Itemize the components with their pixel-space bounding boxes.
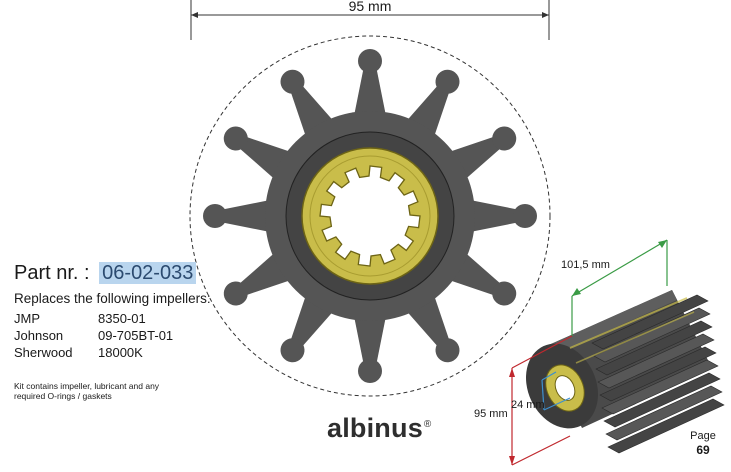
code-cell: 09-705BT-01 (98, 328, 174, 343)
part-number-line: Part nr. : 06-02-033 (14, 262, 197, 285)
replaces-heading: Replaces the following impellers: (14, 291, 211, 306)
page-label: Page (690, 430, 716, 442)
impeller-blade (465, 199, 537, 233)
registered-mark: ® (423, 419, 432, 430)
top-dimension-line: 95 mm (190, 0, 550, 40)
logo-text: albinus (327, 413, 423, 443)
brand-cell: JMP (14, 311, 40, 326)
length-dimension (571, 239, 668, 336)
impeller-isometric-view: 101,5 mm 95 mm 24 mm (474, 239, 725, 466)
impeller-blade (353, 49, 387, 121)
swept-diameter-circle (189, 35, 551, 397)
iso-fin (593, 307, 711, 363)
table-row: Sherwood 18000K (12, 344, 175, 361)
top-dimension-label: 95 mm (349, 0, 392, 14)
diameter-dimension-label: 95 mm (474, 408, 508, 420)
part-number-value: 06-02-033 (99, 262, 197, 284)
bore-dimension (541, 371, 571, 411)
brand-cell: Sherwood (14, 345, 73, 360)
table-row: Johnson 09-705BT-01 (12, 327, 175, 344)
iso-fin (591, 294, 709, 350)
table-row: JMP 8350-01 (12, 310, 175, 327)
compatibility-table: JMP 8350-01 Johnson 09-705BT-01 Sherwood… (12, 310, 175, 361)
iso-fin (603, 372, 721, 428)
code-cell: 18000K (98, 345, 143, 360)
iso-impeller-body (526, 290, 725, 454)
iso-fin (595, 320, 713, 376)
iso-fin (607, 398, 725, 454)
iso-fin (597, 333, 715, 389)
part-number-label: Part nr. : (14, 262, 90, 284)
impeller-blade (203, 199, 275, 233)
brand-cell: Johnson (14, 328, 64, 343)
iso-fin (605, 385, 723, 441)
bore-dimension-label: 24 mm (511, 399, 545, 411)
spline-bore (319, 165, 421, 267)
page-number: 69 (696, 443, 710, 457)
length-dimension-label: 101,5 mm (561, 259, 610, 271)
diameter-dimension (509, 335, 573, 466)
impeller-blade (353, 311, 387, 383)
code-cell: 8350-01 (98, 311, 146, 326)
iso-fin (601, 359, 719, 415)
iso-fin (599, 346, 717, 402)
impeller-front-view (189, 35, 551, 397)
kit-note: Kit contains impeller, lubricant and any… (14, 381, 160, 401)
albinus-logo: albinus® (327, 413, 432, 444)
iso-impeller-fins (591, 294, 725, 454)
